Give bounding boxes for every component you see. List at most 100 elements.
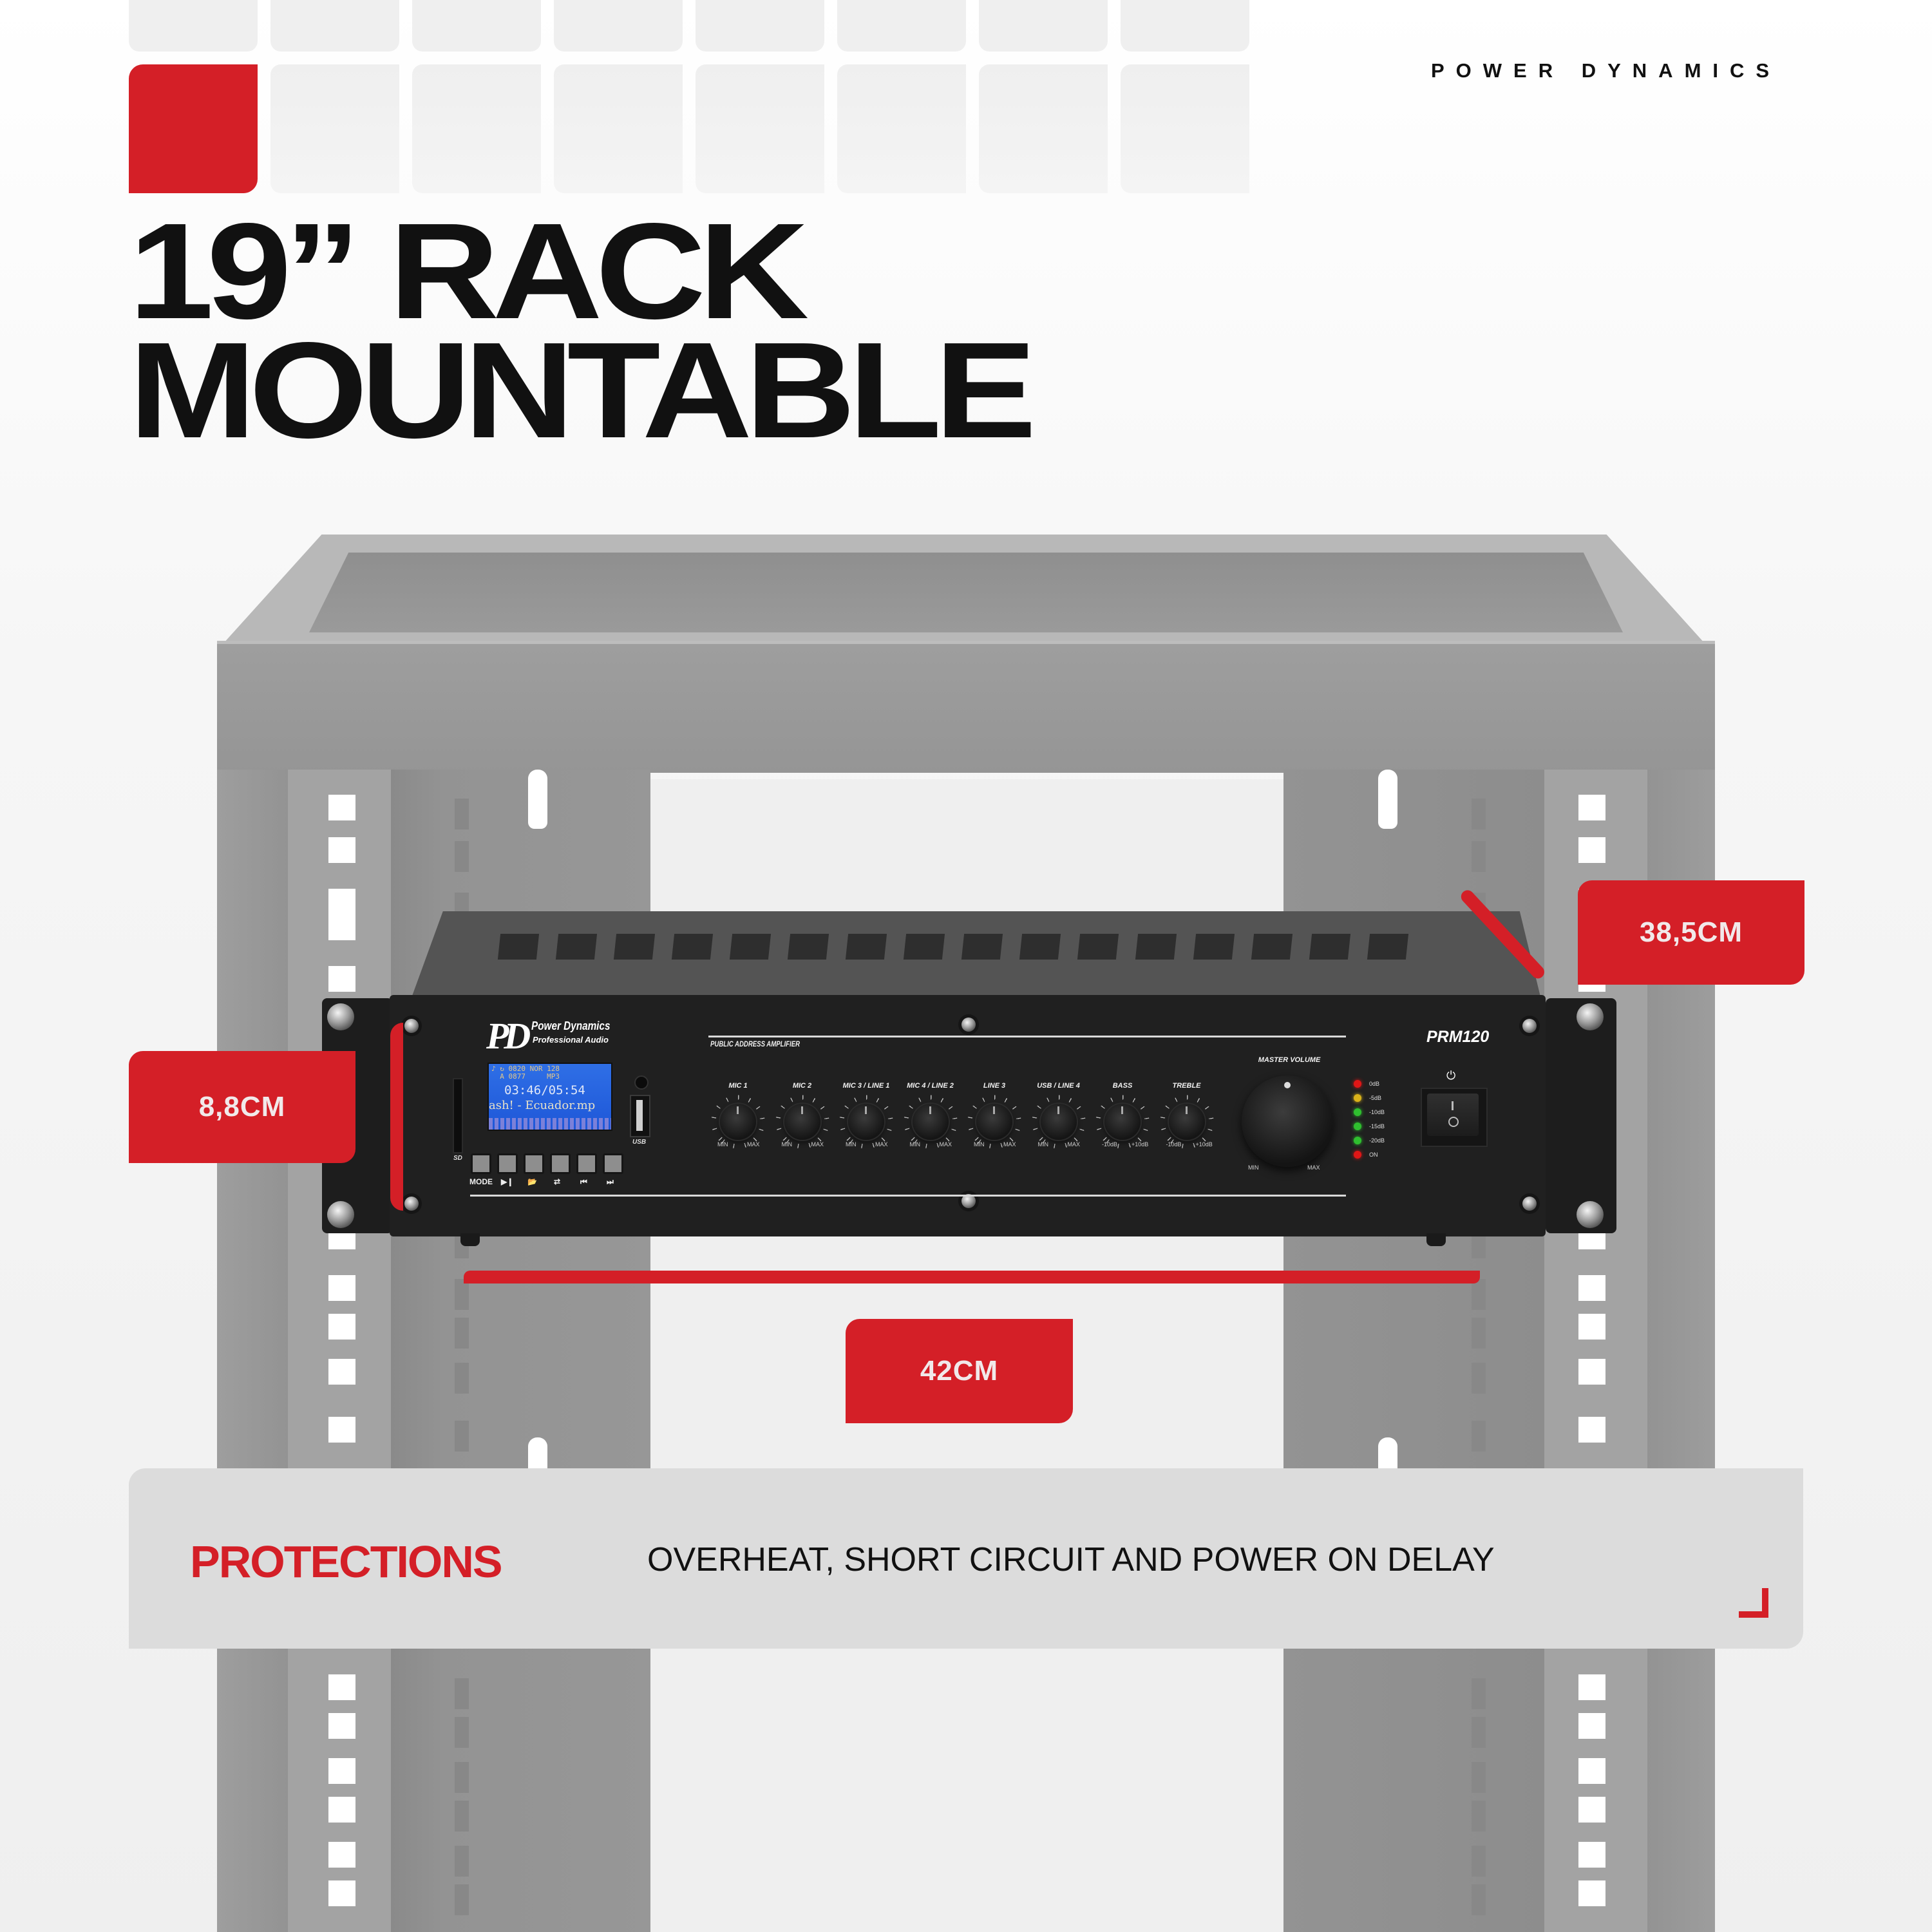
decor-tile bbox=[554, 0, 683, 52]
headline-line-1: 19” RACK bbox=[129, 194, 809, 347]
folder-icon: 📂 bbox=[527, 1177, 537, 1186]
knob-label: MIC 2 bbox=[792, 1082, 812, 1090]
logo-subtitle: Professional Audio bbox=[533, 1035, 609, 1045]
knob-max-label: MAX bbox=[875, 1141, 888, 1148]
rack-screw bbox=[327, 1201, 354, 1228]
knob-bass[interactable] bbox=[1104, 1104, 1141, 1140]
decor-tile bbox=[129, 0, 258, 52]
transport-button[interactable] bbox=[471, 1153, 491, 1174]
headline-line-2: MOUNTABLE bbox=[129, 314, 1037, 466]
usb-label: USB bbox=[632, 1139, 647, 1146]
rack-hole-inner bbox=[455, 1421, 469, 1452]
rack-hole-inner bbox=[1472, 1884, 1486, 1915]
logo-mark: PD bbox=[486, 1015, 531, 1057]
width-dimension-line bbox=[464, 1271, 1480, 1283]
decor-tile bbox=[979, 0, 1108, 52]
vent-slot bbox=[1193, 934, 1235, 960]
meter-led bbox=[1354, 1108, 1361, 1116]
usb-port[interactable] bbox=[630, 1095, 650, 1137]
transport-button[interactable] bbox=[497, 1153, 518, 1174]
knob-mic-3-line-1[interactable] bbox=[848, 1104, 884, 1140]
knob-mic-2[interactable] bbox=[784, 1104, 820, 1140]
rack-hole bbox=[1578, 795, 1605, 820]
meter-label: 0dB bbox=[1369, 1081, 1380, 1087]
rack-hole-inner bbox=[1472, 1363, 1486, 1394]
meter-led bbox=[1354, 1094, 1361, 1102]
decor-tile bbox=[1121, 0, 1249, 52]
panel-screw bbox=[1522, 1197, 1537, 1211]
rack-hole bbox=[328, 1713, 355, 1739]
meter-label: -5dB bbox=[1369, 1095, 1382, 1101]
decor-tile bbox=[412, 0, 541, 52]
repeat-icon: ⇄ bbox=[554, 1177, 561, 1186]
meter-label: -15dB bbox=[1369, 1123, 1385, 1130]
rack-hole bbox=[1578, 1275, 1605, 1301]
vent-slot bbox=[903, 934, 945, 960]
rack-hole bbox=[1578, 1880, 1605, 1906]
knob-max-label: +10dB bbox=[1132, 1141, 1149, 1148]
knob-max-label: MAX bbox=[1003, 1141, 1016, 1148]
logo-name: Power Dynamics bbox=[531, 1019, 611, 1032]
knob-min-label: -10dB bbox=[1102, 1141, 1118, 1148]
brand-wordmark: POWER DYNAMICS bbox=[1431, 59, 1781, 82]
rack-hole bbox=[328, 889, 355, 914]
width-dimension-label: 42CM bbox=[846, 1319, 1073, 1423]
knob-label: MIC 1 bbox=[728, 1082, 748, 1090]
master-min-label: MIN bbox=[1248, 1164, 1259, 1171]
lcd-status: ♪ ↻ 0820 NOR 128 A 0877 MP3 bbox=[491, 1065, 560, 1081]
knob-label: MIC 4 / LINE 2 bbox=[907, 1082, 954, 1090]
knob-usb-line-4[interactable] bbox=[1040, 1104, 1077, 1140]
decor-tile bbox=[554, 64, 683, 193]
knob-label: USB / LINE 4 bbox=[1037, 1082, 1080, 1090]
rack-hole bbox=[1578, 1314, 1605, 1340]
switch-off-mark bbox=[1448, 1117, 1459, 1127]
rack-hole-inner bbox=[1472, 1421, 1486, 1452]
meter-label: -10dB bbox=[1369, 1109, 1385, 1115]
rack-hole-inner bbox=[1472, 1762, 1486, 1793]
power-icon: ⏻ bbox=[1446, 1069, 1456, 1082]
rack-screw bbox=[1577, 1201, 1604, 1228]
mode-label: MODE bbox=[469, 1177, 493, 1186]
rack-hole-inner bbox=[455, 1318, 469, 1349]
rack-hole-inner bbox=[455, 1363, 469, 1394]
vent-slot bbox=[671, 934, 714, 960]
knob-mic-4-line-2[interactable] bbox=[912, 1104, 949, 1140]
panel-screw bbox=[961, 1194, 976, 1208]
power-switch[interactable] bbox=[1427, 1094, 1479, 1136]
knob-min-label: -10dB bbox=[1166, 1141, 1182, 1148]
rack-hole bbox=[328, 837, 355, 863]
panel-screw bbox=[961, 1018, 976, 1032]
sd-card-slot[interactable] bbox=[453, 1078, 463, 1153]
knob-min-label: MIN bbox=[974, 1141, 985, 1148]
panel-screw bbox=[1522, 1019, 1537, 1033]
knob-max-label: MAX bbox=[811, 1141, 824, 1148]
knob-treble[interactable] bbox=[1168, 1104, 1205, 1140]
meter-led bbox=[1354, 1151, 1361, 1159]
rack-hole bbox=[328, 966, 355, 992]
knob-max-label: +10dB bbox=[1195, 1141, 1213, 1148]
rack-hole-inner bbox=[1472, 799, 1486, 829]
knob-line-3[interactable] bbox=[976, 1104, 1012, 1140]
lcd-status-line-1: ♪ ↻ 0820 NOR 128 bbox=[491, 1065, 560, 1073]
rack-hole-inner bbox=[455, 799, 469, 829]
vent-slot bbox=[613, 934, 656, 960]
meter-label: -20dB bbox=[1369, 1137, 1385, 1144]
transport-button[interactable] bbox=[576, 1153, 597, 1174]
play-pause-icon: ▶❙ bbox=[501, 1177, 514, 1186]
rack-hole-inner bbox=[455, 1762, 469, 1793]
rack-hole bbox=[328, 1758, 355, 1784]
protections-title: PROTECTIONS bbox=[190, 1537, 503, 1587]
knob-label: BASS bbox=[1112, 1082, 1133, 1090]
vent-slot bbox=[1077, 934, 1119, 960]
rack-hole-inner bbox=[455, 1846, 469, 1877]
transport-button[interactable] bbox=[603, 1153, 623, 1174]
transport-button[interactable] bbox=[550, 1153, 571, 1174]
height-dimension-label: 8,8CM bbox=[129, 1051, 355, 1163]
master-volume-knob[interactable] bbox=[1242, 1075, 1333, 1167]
rack-screw bbox=[1577, 1003, 1604, 1030]
rack-hole bbox=[328, 1314, 355, 1340]
master-volume-label: MASTER VOLUME bbox=[1258, 1056, 1321, 1064]
knob-mic-1[interactable] bbox=[720, 1104, 756, 1140]
keyhole-slot bbox=[1378, 770, 1397, 829]
transport-button[interactable] bbox=[524, 1153, 544, 1174]
